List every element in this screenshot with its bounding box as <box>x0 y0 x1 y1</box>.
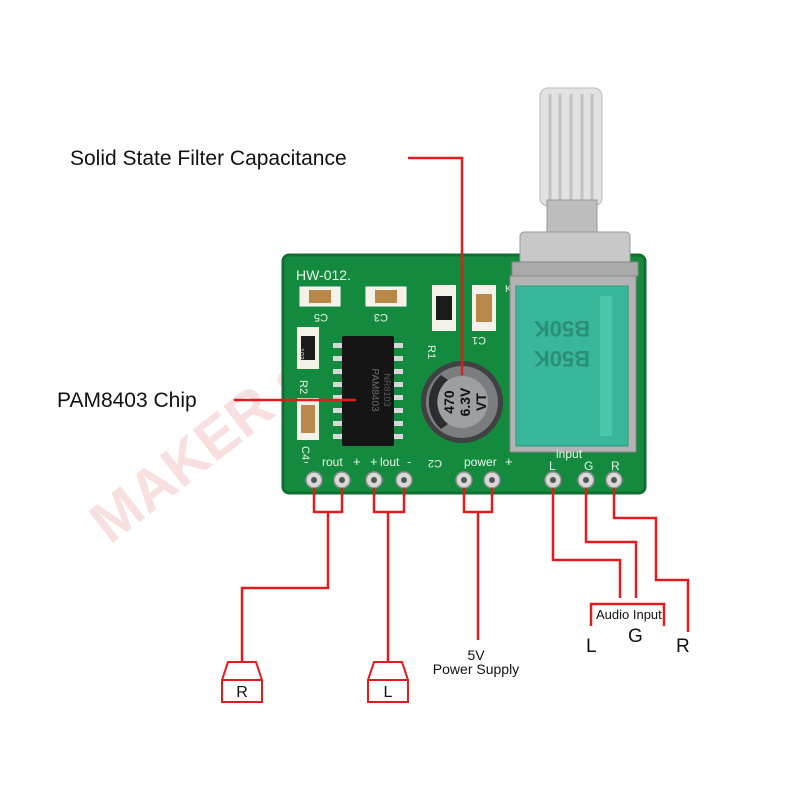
label-rout-plus: + <box>353 454 361 469</box>
audio-input-bracket <box>589 602 666 626</box>
label-pin-r: R <box>611 459 620 473</box>
capacitor-callout-label: Solid State Filter Capacitance <box>70 147 347 170</box>
label-c5: C5 <box>314 311 328 323</box>
right-speaker-icon <box>221 661 263 703</box>
audio-r-wire <box>612 488 690 632</box>
capacitor-series: VT <box>473 393 489 411</box>
label-r1: R1 <box>425 345 437 359</box>
label-lout-minus: - <box>407 454 411 469</box>
right-speaker-wire <box>240 512 330 662</box>
audio-l-wire <box>551 488 622 598</box>
label-c1: C1 <box>472 334 486 346</box>
chip-marking: PAM8403 <box>369 368 380 412</box>
volume-potentiometer: B50K B50K <box>509 87 639 453</box>
power-voltage-label: 5V <box>467 647 485 663</box>
chip-callout-label: PAM8403 Chip <box>57 389 197 412</box>
pcb-board: HW-012. C5 C3 R1 C1 K1 103 <box>281 87 647 495</box>
label-c3: C3 <box>374 311 388 323</box>
label-power: power <box>464 455 497 469</box>
audio-g-wire <box>584 488 638 598</box>
right-speaker-label: R <box>236 684 248 701</box>
capacitor-c4 <box>297 398 319 440</box>
resistor-r1 <box>432 285 456 331</box>
label-pin-g: G <box>584 459 593 473</box>
chip-marking-2: NR8103 <box>382 373 392 406</box>
pam8403-chip: PAM8403 NR8103 <box>333 336 403 446</box>
electrolytic-capacitor: 470 6.3V VT <box>421 361 503 443</box>
label-rout: rout <box>322 455 343 469</box>
wiring <box>234 156 690 662</box>
label-c2: C2 <box>428 457 442 469</box>
resistor-marking: 103 <box>297 348 304 360</box>
audio-input-r: R <box>676 636 690 657</box>
audio-input-l: L <box>586 636 597 657</box>
power-supply-label: Power Supply <box>433 661 519 677</box>
capacitor-voltage: 6.3V <box>457 387 473 416</box>
audio-input-title: Audio Input <box>596 607 662 622</box>
audio-input-g: G <box>628 626 643 647</box>
label-rout-minus: - <box>304 454 308 469</box>
label-pin-l: L <box>549 459 556 473</box>
left-speaker-label: L <box>384 684 393 701</box>
pot-marking: B50K <box>534 316 590 341</box>
capacitor-c3 <box>365 286 407 307</box>
capacitor-c5 <box>299 286 341 307</box>
label-c4: C4 <box>299 446 311 460</box>
capacitor-callout-line <box>408 156 464 375</box>
label-r2: R2 <box>297 380 309 394</box>
capacitor-c1 <box>472 285 496 331</box>
resistor-r2: 103 <box>297 327 319 369</box>
label-lout-plus: + <box>370 454 378 469</box>
label-power-plus: + <box>505 454 513 469</box>
label-input: input <box>556 447 583 461</box>
pot-marking-2: B50K <box>534 346 590 371</box>
board-model-label: HW-012. <box>296 267 351 283</box>
left-speaker-icon <box>367 661 409 703</box>
label-lout: lout <box>380 455 400 469</box>
capacitor-value: 470 <box>441 390 457 414</box>
